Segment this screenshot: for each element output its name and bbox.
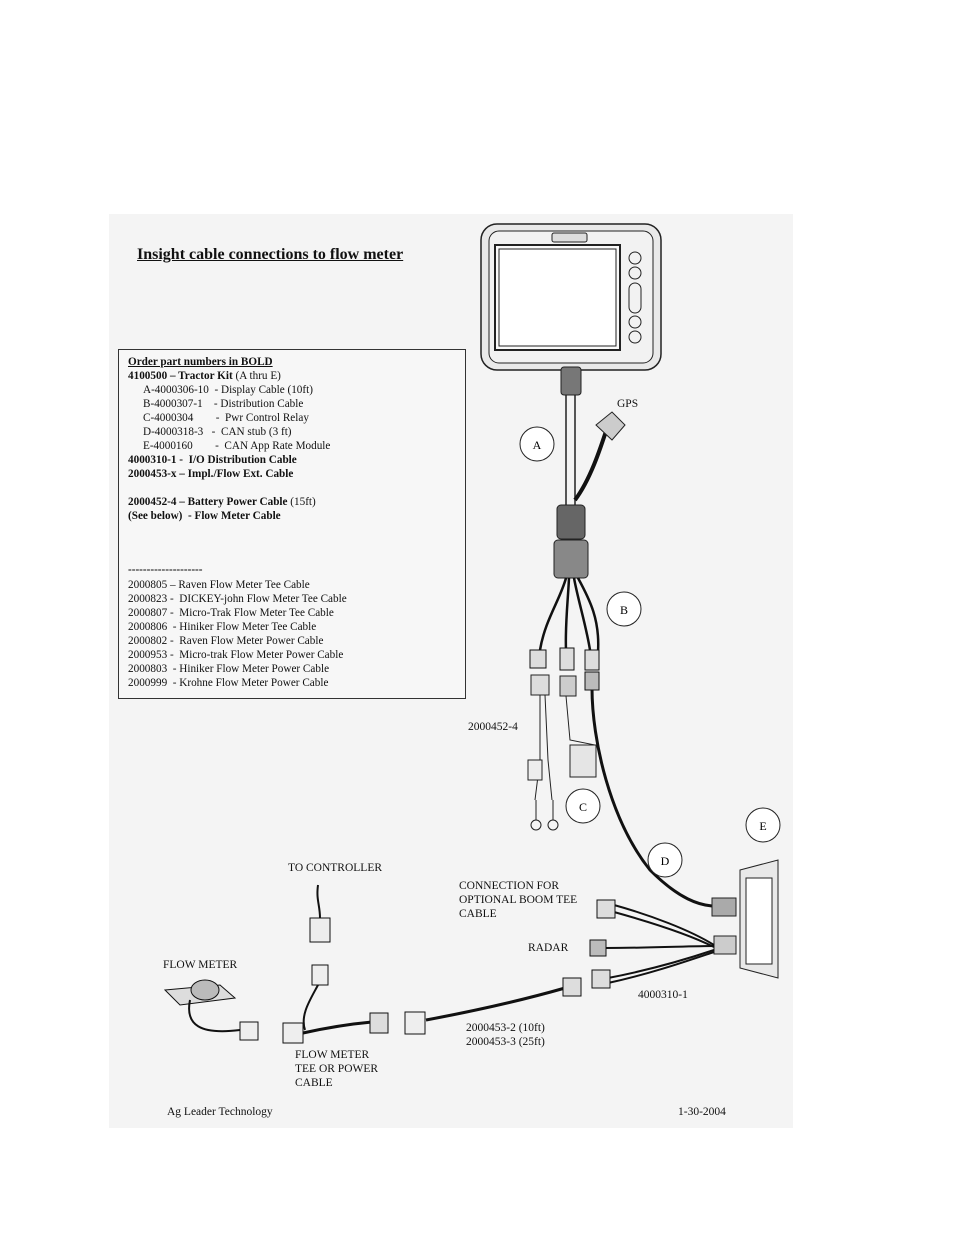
battery-line: 2000452-4 – Battery Power Cable (15ft) bbox=[128, 496, 316, 510]
flow-cable-item: 2000999 - Krohne Flow Meter Power Cable bbox=[128, 677, 329, 689]
kit-item: A-4000306-10 - Display Cable (10ft) bbox=[143, 384, 313, 396]
flow-meter-label: FLOW METER bbox=[163, 959, 238, 971]
io-cable-label: 4000310-1 bbox=[638, 989, 688, 1001]
svg-text:A: A bbox=[533, 438, 542, 452]
flow-cable-item: 2000805 – Raven Flow Meter Tee Cable bbox=[128, 579, 310, 591]
can-module bbox=[711, 859, 779, 979]
parts-header: Order part numbers in BOLD bbox=[128, 356, 273, 368]
svg-text:D: D bbox=[661, 854, 670, 868]
boom-tee-label: CONNECTION FOR OPTIONAL BOOM TEE CABLE bbox=[459, 880, 578, 920]
callout-c: C bbox=[565, 788, 601, 824]
callout-d: D bbox=[647, 842, 683, 878]
flow-cable-item: 2000953 - Micro-trak Flow Meter Power Ca… bbox=[128, 649, 344, 661]
io-cable-line: 4000310-1 - I/O Distribution Cable bbox=[128, 454, 297, 466]
flow-cable-item: 2000806 - Hiniker Flow Meter Tee Cable bbox=[128, 621, 317, 633]
ext-cable-label: 2000453-2 (10ft) 2000453-3 (25ft) bbox=[466, 1022, 545, 1048]
footer-date: 1-30-2004 bbox=[678, 1106, 726, 1118]
battery-cable-name: 2000452-4 – Battery Power Cable bbox=[128, 496, 288, 508]
svg-text:E: E bbox=[759, 819, 766, 833]
io-cable bbox=[425, 899, 715, 1022]
cable-a bbox=[553, 366, 626, 579]
flow-cable-item: 2000823 - DICKEY-john Flow Meter Tee Cab… bbox=[128, 593, 347, 605]
kit-item: D-4000318-3 - CAN stub (3 ft) bbox=[143, 426, 292, 438]
radar-label: RADAR bbox=[528, 942, 569, 954]
kit-item: E-4000160 - CAN App Rate Module bbox=[143, 440, 331, 452]
to-controller-label: TO CONTROLLER bbox=[288, 862, 383, 874]
battery-cable-length: (15ft) bbox=[287, 496, 316, 508]
battery-relay bbox=[527, 674, 597, 831]
svg-text:C: C bbox=[579, 800, 587, 814]
divider: -------------------- bbox=[128, 564, 203, 576]
flow-cable-item: 2000802 - Raven Flow Meter Power Cable bbox=[128, 635, 324, 647]
insight-display bbox=[480, 223, 662, 371]
parts-list-box: Order part numbers in BOLD 4100500 – Tra… bbox=[118, 349, 466, 699]
flow-cable-item: 2000807 - Micro-Trak Flow Meter Tee Cabl… bbox=[128, 607, 334, 619]
kit-number: 4100500 bbox=[128, 370, 168, 382]
kit-suffix: (A thru E) bbox=[232, 370, 281, 382]
cable-b bbox=[529, 577, 713, 908]
flow-cable-item: 2000803 - Hiniker Flow Meter Power Cable bbox=[128, 663, 330, 675]
footer-company: Ag Leader Technology bbox=[167, 1106, 273, 1118]
kit-name: – Tractor Kit bbox=[167, 370, 233, 382]
kit-item: C-4000304 - Pwr Control Relay bbox=[143, 412, 309, 424]
gps-label: GPS bbox=[617, 398, 639, 410]
callout-e: E bbox=[745, 807, 781, 843]
battery-cable-label: 2000452-4 bbox=[468, 721, 518, 733]
callout-a: A bbox=[519, 426, 555, 462]
tee-power-label: FLOW METER TEE OR POWER CABLE bbox=[295, 1049, 379, 1089]
page-title: Insight cable connections to flow meter bbox=[137, 246, 404, 263]
kit-item: B-4000307-1 - Distribution Cable bbox=[143, 398, 304, 410]
ext-cable-line: 2000453-x – Impl./Flow Ext. Cable bbox=[128, 468, 294, 480]
callout-b: B bbox=[606, 591, 642, 627]
kit-line: 4100500 – Tractor Kit (A thru E) bbox=[128, 370, 281, 384]
see-below-line: (See below) - Flow Meter Cable bbox=[128, 510, 281, 522]
svg-text:B: B bbox=[620, 603, 628, 617]
flow-meter-assembly bbox=[163, 884, 426, 1044]
